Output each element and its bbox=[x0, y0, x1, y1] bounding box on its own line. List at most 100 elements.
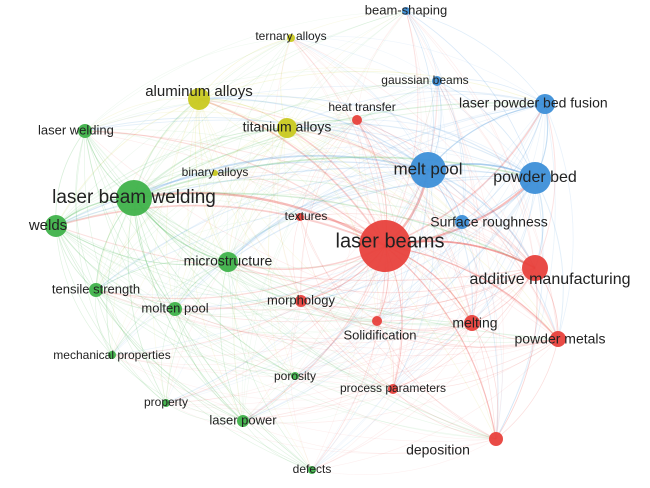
label-microstructure: microstructure bbox=[184, 253, 273, 269]
link-welds-mechanical-properties bbox=[55, 225, 113, 356]
node-laser-welding[interactable] bbox=[78, 124, 92, 138]
link-solidification-powder-metals bbox=[376, 320, 559, 348]
node-heat-transfer[interactable] bbox=[352, 115, 362, 125]
node-binary-alloys[interactable] bbox=[212, 170, 218, 176]
node-beam-shaping[interactable] bbox=[402, 7, 410, 15]
node-powder-bed[interactable] bbox=[519, 162, 551, 194]
node-welds[interactable] bbox=[45, 215, 67, 237]
label-gaussian-beams: gaussian beams bbox=[381, 73, 468, 87]
link-beam-shaping-morphology bbox=[300, 10, 407, 302]
link-porosity-deposition bbox=[294, 375, 497, 440]
link-welds-solidification bbox=[55, 225, 378, 323]
link-gaussian-beams-powder-bed bbox=[436, 80, 536, 179]
link-laser-powder-bed-fusion-melting bbox=[471, 103, 546, 324]
label-powder-bed: powder bed bbox=[493, 169, 577, 186]
link-laser-powder-bed-fusion-tensile-strength bbox=[95, 103, 546, 291]
link-heat-transfer-powder-metals bbox=[356, 119, 559, 340]
link-heat-transfer-welds bbox=[55, 119, 358, 227]
link-ternary-alloys-molten-pool bbox=[174, 37, 292, 310]
link-powder-bed-deposition bbox=[495, 177, 544, 440]
label-molten-pool: molten pool bbox=[141, 300, 208, 315]
link-solidification-mechanical-properties bbox=[111, 320, 378, 366]
link-laser-powder-bed-fusion-deposition bbox=[495, 103, 556, 440]
node-deposition[interactable] bbox=[489, 432, 503, 446]
link-laser-welding-melt-pool bbox=[84, 117, 429, 171]
node-laser-power[interactable] bbox=[237, 415, 249, 427]
node-powder-metals[interactable] bbox=[550, 331, 566, 347]
link-powder-bed-defects bbox=[311, 177, 536, 471]
link-beam-shaping-melting bbox=[405, 10, 478, 324]
node-laser-beam-welding[interactable] bbox=[116, 180, 152, 216]
node-molten-pool[interactable] bbox=[168, 302, 182, 316]
link-titanium-alloys-mechanical-properties bbox=[111, 127, 288, 356]
link-molten-pool-mechanical-properties bbox=[111, 308, 176, 356]
link-ternary-alloys-gaussian-beams bbox=[290, 37, 438, 82]
link-tensile-strength-property bbox=[95, 289, 167, 404]
node-melting[interactable] bbox=[464, 315, 480, 331]
label-surface-roughness: Surface roughness bbox=[430, 214, 548, 230]
link-ternary-alloys-laser-beams bbox=[290, 37, 386, 247]
node-mechanical-properties[interactable] bbox=[108, 351, 116, 359]
link-surface-roughness-process-parameters bbox=[392, 221, 463, 390]
node-laser-beams[interactable] bbox=[359, 220, 411, 272]
link-laser-beam-welding-solidification bbox=[133, 197, 378, 322]
node-gaussian-beams[interactable] bbox=[432, 76, 442, 86]
link-laser-welding-melting bbox=[84, 130, 473, 324]
link-titanium-alloys-powder-metals bbox=[286, 127, 559, 340]
link-beam-shaping-additive-manufacturing bbox=[405, 10, 536, 269]
link-powder-bed-molten-pool bbox=[174, 177, 536, 310]
label-aluminum-alloys: aluminum alloys bbox=[145, 83, 253, 100]
link-additive-manufacturing-property bbox=[165, 267, 536, 404]
link-laser-beam-welding-morphology bbox=[133, 197, 302, 302]
link-beam-shaping-powder-bed bbox=[405, 10, 536, 179]
node-laser-powder-bed-fusion[interactable] bbox=[535, 94, 555, 114]
link-laser-beam-welding-laser-beams bbox=[133, 191, 386, 247]
link-tensile-strength-defects bbox=[95, 289, 313, 471]
link-heat-transfer-property bbox=[165, 119, 358, 404]
link-laser-beam-welding-defects bbox=[133, 197, 313, 471]
node-additive-manufacturing[interactable] bbox=[522, 255, 548, 281]
link-aluminum-alloys-laser-powder-bed-fusion bbox=[198, 70, 546, 105]
link-powder-bed-process-parameters bbox=[392, 177, 536, 390]
node-process-parameters[interactable] bbox=[388, 384, 398, 394]
link-laser-welding-tensile-strength bbox=[75, 130, 97, 291]
link-aluminum-alloys-molten-pool bbox=[165, 98, 200, 310]
node-solidification[interactable] bbox=[372, 316, 382, 326]
label-laser-beams: laser beams bbox=[336, 230, 445, 252]
node-melt-pool[interactable] bbox=[410, 152, 446, 188]
node-tensile-strength[interactable] bbox=[89, 283, 103, 297]
label-textures: textures bbox=[285, 209, 328, 223]
link-beam-shaping-gaussian-beams bbox=[405, 10, 438, 82]
label-powder-metals: powder metals bbox=[514, 331, 605, 347]
link-morphology-deposition bbox=[300, 300, 497, 440]
link-heat-transfer-defects bbox=[311, 119, 369, 471]
link-tensile-strength-powder-metals bbox=[95, 289, 559, 350]
link-aluminum-alloys-solidification bbox=[198, 98, 378, 322]
link-laser-welding-porosity bbox=[84, 130, 296, 377]
node-microstructure[interactable] bbox=[218, 252, 238, 272]
link-powder-bed-binary-alloys bbox=[214, 146, 536, 179]
node-ternary-alloys[interactable] bbox=[287, 34, 295, 42]
node-morphology[interactable] bbox=[295, 295, 307, 307]
link-laser-powder-bed-fusion-binary-alloys bbox=[214, 98, 546, 174]
link-gaussian-beams-heat-transfer bbox=[356, 80, 438, 121]
link-laser-welding-additive-manufacturing bbox=[84, 130, 536, 269]
link-gaussian-beams-laser-beam-welding bbox=[133, 80, 438, 199]
node-defects[interactable] bbox=[308, 466, 316, 474]
node-surface-roughness[interactable] bbox=[455, 215, 469, 229]
link-aluminum-alloys-powder-metals bbox=[198, 98, 559, 340]
link-laser-welding-molten-pool bbox=[84, 130, 176, 310]
node-titanium-alloys[interactable] bbox=[277, 118, 297, 138]
node-porosity[interactable] bbox=[291, 372, 299, 380]
link-melting-laser-power bbox=[242, 322, 473, 422]
link-textures-morphology bbox=[292, 216, 302, 302]
link-gaussian-beams-melting bbox=[436, 80, 481, 324]
link-melt-pool-defects bbox=[311, 169, 429, 471]
node-property[interactable] bbox=[162, 399, 170, 407]
node-aluminum-alloys[interactable] bbox=[188, 88, 210, 110]
node-textures[interactable] bbox=[296, 213, 304, 221]
link-powder-bed-property bbox=[165, 177, 536, 404]
link-powder-bed-melting bbox=[471, 177, 536, 324]
link-textures-powder-metals bbox=[299, 216, 559, 340]
link-laser-welding-powder-metals bbox=[84, 130, 559, 340]
